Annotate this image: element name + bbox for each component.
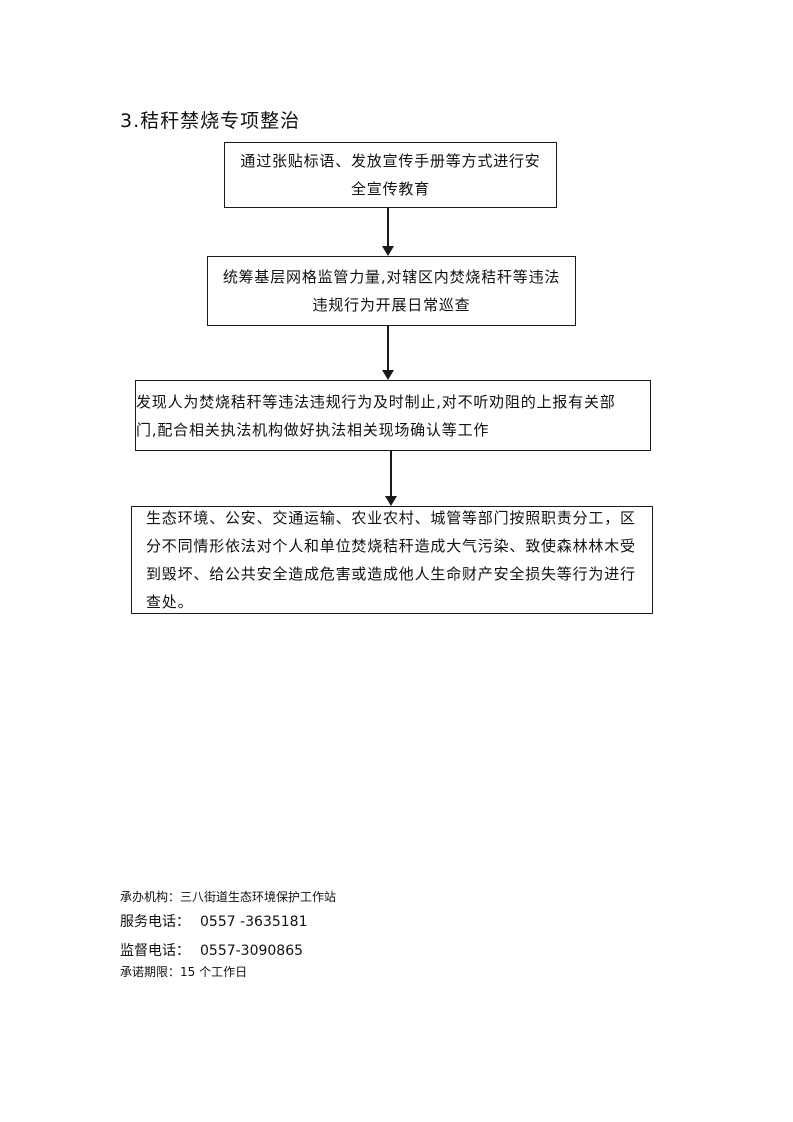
footer-org-label: 承办机构： — [120, 890, 181, 904]
footer-service-phone: 服务电话： 0557 -3635181 — [120, 911, 307, 931]
flow-step-patrol: 统筹基层网格监管力量,对辖区内焚烧秸秆等违法违规行为开展日常巡查 — [207, 256, 576, 326]
section-title: 3.秸秆禁烧专项整治 — [120, 110, 301, 132]
footer-service-value: 0557 -3635181 — [200, 914, 308, 930]
flow-step-stop-and-report: 发现人为焚烧秸秆等违法违规行为及时制止,对不听劝阻的上报有关部门,配合相关执法机… — [135, 380, 651, 451]
footer-supervise-phone: 监督电话： 0557-3090865 — [120, 940, 303, 960]
flow-arrow-down — [385, 451, 397, 506]
footer-organization: 承办机构：三八街道生态环境保护工作站 — [120, 888, 336, 905]
flow-arrow-down — [382, 326, 394, 380]
flow-step-text: 生态环境、公安、交通运输、农业农村、城管等部门按照职责分工，区分不同情形依法对个… — [146, 509, 636, 611]
flow-step-text: 统筹基层网格监管力量,对辖区内焚烧秸秆等违法违规行为开展日常巡查 — [222, 268, 561, 314]
flow-step-text: 通过张贴标语、发放宣传手册等方式进行安全宣传教育 — [240, 152, 541, 198]
footer-service-label: 服务电话： — [120, 914, 190, 930]
footer-supervise-label: 监督电话： — [120, 943, 190, 959]
flow-arrow-down — [382, 208, 394, 256]
footer-promise-label: 承诺期限： — [120, 965, 181, 979]
flow-step-text: 发现人为焚烧秸秆等违法违规行为及时制止,对不听劝阻的上报有关部门,配合相关执法机… — [136, 392, 616, 439]
footer-org-value: 三八街道生态环境保护工作站 — [180, 890, 337, 904]
footer-supervise-value: 0557-3090865 — [200, 943, 304, 959]
flow-step-publicity: 通过张贴标语、发放宣传手册等方式进行安全宣传教育 — [224, 142, 557, 208]
footer-promise-period: 承诺期限：15 个工作日 — [120, 963, 247, 980]
footer-promise-value: 15 个工作日 — [180, 965, 248, 979]
flow-step-enforcement: 生态环境、公安、交通运输、农业农村、城管等部门按照职责分工，区分不同情形依法对个… — [131, 506, 653, 614]
